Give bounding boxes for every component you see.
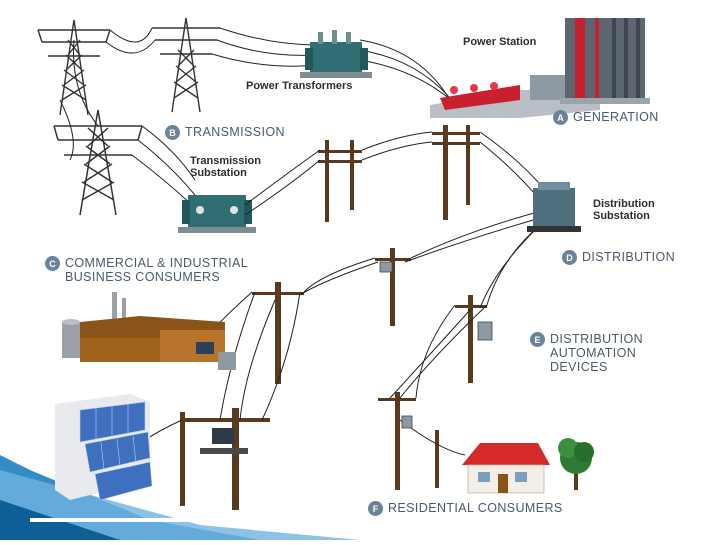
- step-generation: A GENERATION: [553, 110, 659, 125]
- step-automation-line-2: AUTOMATION: [550, 346, 637, 360]
- step-distribution-label: DISTRIBUTION: [582, 250, 675, 264]
- step-badge-d: D: [562, 250, 577, 265]
- transmission-tower-middle: [152, 17, 220, 113]
- step-transmission: B TRANSMISSION: [165, 125, 285, 140]
- step-automation-line-1: DISTRIBUTION: [550, 332, 643, 346]
- transmission-substation-label: Transmission Substation: [190, 155, 261, 179]
- step-automation-line-3: DEVICES: [550, 360, 608, 374]
- power-transformer-unit: [300, 30, 372, 78]
- step-badge-a: A: [553, 110, 568, 125]
- step-badge-c: C: [45, 256, 60, 271]
- step-badge-e: E: [530, 332, 545, 347]
- step-distribution-automation: E DISTRIBUTION AUTOMATION DEVICES: [530, 332, 643, 374]
- transmission-substation-line-2: Substation: [190, 167, 247, 179]
- distribution-substation-label: Distribution Substation: [593, 198, 655, 222]
- step-commercial-consumers: C COMMERCIAL & INDUSTRIAL BUSINESS CONSU…: [45, 256, 248, 284]
- pole-transformer: [200, 428, 248, 454]
- step-generation-label: GENERATION: [573, 110, 659, 124]
- step-distribution: D DISTRIBUTION: [562, 250, 675, 265]
- distribution-substation-line-1: Distribution: [593, 198, 655, 210]
- house: [462, 443, 550, 494]
- distribution-substation: [527, 182, 581, 232]
- tree: [558, 438, 594, 490]
- power-station: [430, 18, 650, 118]
- step-badge-f: F: [368, 501, 383, 516]
- distribution-wires: [144, 131, 546, 456]
- step-commercial-line-1: COMMERCIAL & INDUSTRIAL: [65, 256, 249, 270]
- utility-poles: [180, 125, 487, 510]
- power-station-label: Power Station: [463, 36, 537, 48]
- step-residential-consumers: F RESIDENTIAL CONSUMERS: [368, 501, 563, 516]
- step-transmission-label: TRANSMISSION: [185, 125, 285, 139]
- step-residential-label: RESIDENTIAL CONSUMERS: [388, 501, 563, 515]
- transmission-substation: [178, 195, 256, 233]
- step-commercial-label: COMMERCIAL & INDUSTRIAL BUSINESS CONSUME…: [65, 256, 248, 284]
- factory: [62, 292, 236, 370]
- step-badge-b: B: [165, 125, 180, 140]
- step-automation-label: DISTRIBUTION AUTOMATION DEVICES: [550, 332, 643, 374]
- distribution-automation-device: [379, 261, 493, 429]
- solar-building: [55, 394, 153, 501]
- distribution-substation-line-2: Substation: [593, 210, 650, 222]
- transmission-substation-line-1: Transmission: [190, 155, 261, 167]
- power-transformers-label: Power Transformers: [246, 80, 353, 92]
- step-commercial-line-2: BUSINESS CONSUMERS: [65, 270, 221, 284]
